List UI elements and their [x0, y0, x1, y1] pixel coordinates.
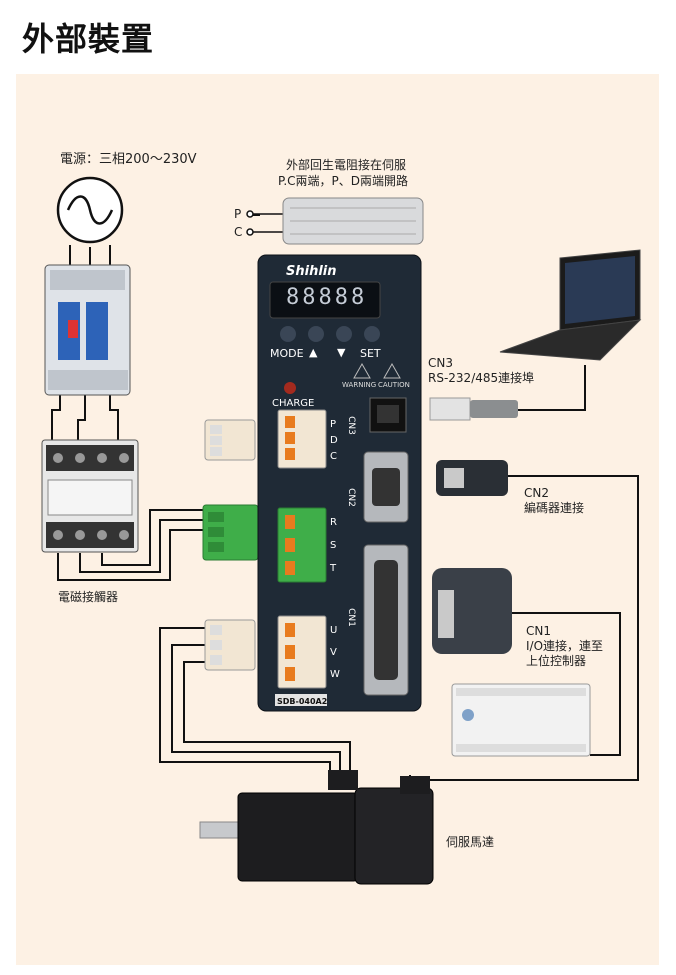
regen-resistor	[246, 197, 424, 245]
terminal-s: S	[330, 540, 337, 551]
cn3-port-label: CN3	[345, 416, 356, 435]
terminal-d: D	[330, 435, 338, 446]
ac-source-icon	[43, 170, 133, 245]
page-title: 外部裝置	[22, 20, 155, 58]
contactor-label: 電磁接觸器	[58, 590, 119, 604]
terminal-v: V	[330, 647, 337, 658]
terminal-u: U	[330, 625, 338, 636]
cn2-port-label: CN2	[345, 488, 356, 507]
terminal-p-label: P	[234, 207, 242, 221]
cn2-label-line2: 編碼器連接	[524, 501, 585, 515]
io-plug	[432, 568, 512, 654]
cn1-label-line3: 上位控制器	[526, 654, 587, 668]
terminal-c-label: C	[234, 225, 243, 239]
terminal-c: C	[330, 451, 337, 462]
encoder-plug	[436, 460, 508, 496]
up-button[interactable]: ▲	[309, 346, 318, 359]
rj45-plug	[429, 397, 518, 421]
cn1-label-line1: CN1	[526, 624, 551, 638]
down-button[interactable]: ▼	[337, 346, 346, 359]
display-readout: 88888	[286, 285, 368, 310]
terminal-t: T	[330, 563, 337, 574]
cn1-label-line2: I/O連接，連至	[526, 639, 604, 653]
mode-button[interactable]: MODE	[270, 347, 304, 360]
set-button[interactable]: SET	[360, 347, 381, 360]
cn2-label-line1: CN2	[524, 486, 549, 500]
wires	[51, 214, 639, 781]
model-label: SDB-040A2	[277, 697, 328, 706]
magnetic-contactor	[41, 439, 139, 553]
circuit-breaker	[44, 264, 131, 396]
servo-drive	[257, 254, 422, 712]
terminal-p: P	[330, 419, 337, 430]
uvw-plug	[204, 619, 256, 671]
cn3-label-line1: CN3	[428, 356, 453, 370]
terminal-w: W	[330, 669, 340, 680]
servo-motor	[199, 770, 434, 885]
caution-label: CAUTION	[378, 381, 410, 389]
pdc-plug	[204, 419, 256, 461]
laptop	[499, 249, 642, 361]
charge-label: CHARGE	[272, 398, 315, 409]
resistor-label-line1: 外部回生電阻接在伺服	[286, 158, 407, 172]
plc	[451, 683, 591, 757]
motor-label: 伺服馬達	[446, 835, 495, 849]
brand-logo: Shihlin	[286, 264, 337, 279]
terminal-r: R	[330, 517, 337, 528]
cn3-label-line2: RS-232/485連接埠	[428, 371, 535, 385]
warning-label: WARNING	[342, 381, 377, 389]
resistor-label-line2: P.C兩端，P、D兩端開路	[278, 174, 409, 188]
rst-plug	[202, 504, 259, 561]
power-label: 電源：三相200～230V	[60, 152, 197, 167]
cn1-port-label: CN1	[345, 608, 356, 627]
